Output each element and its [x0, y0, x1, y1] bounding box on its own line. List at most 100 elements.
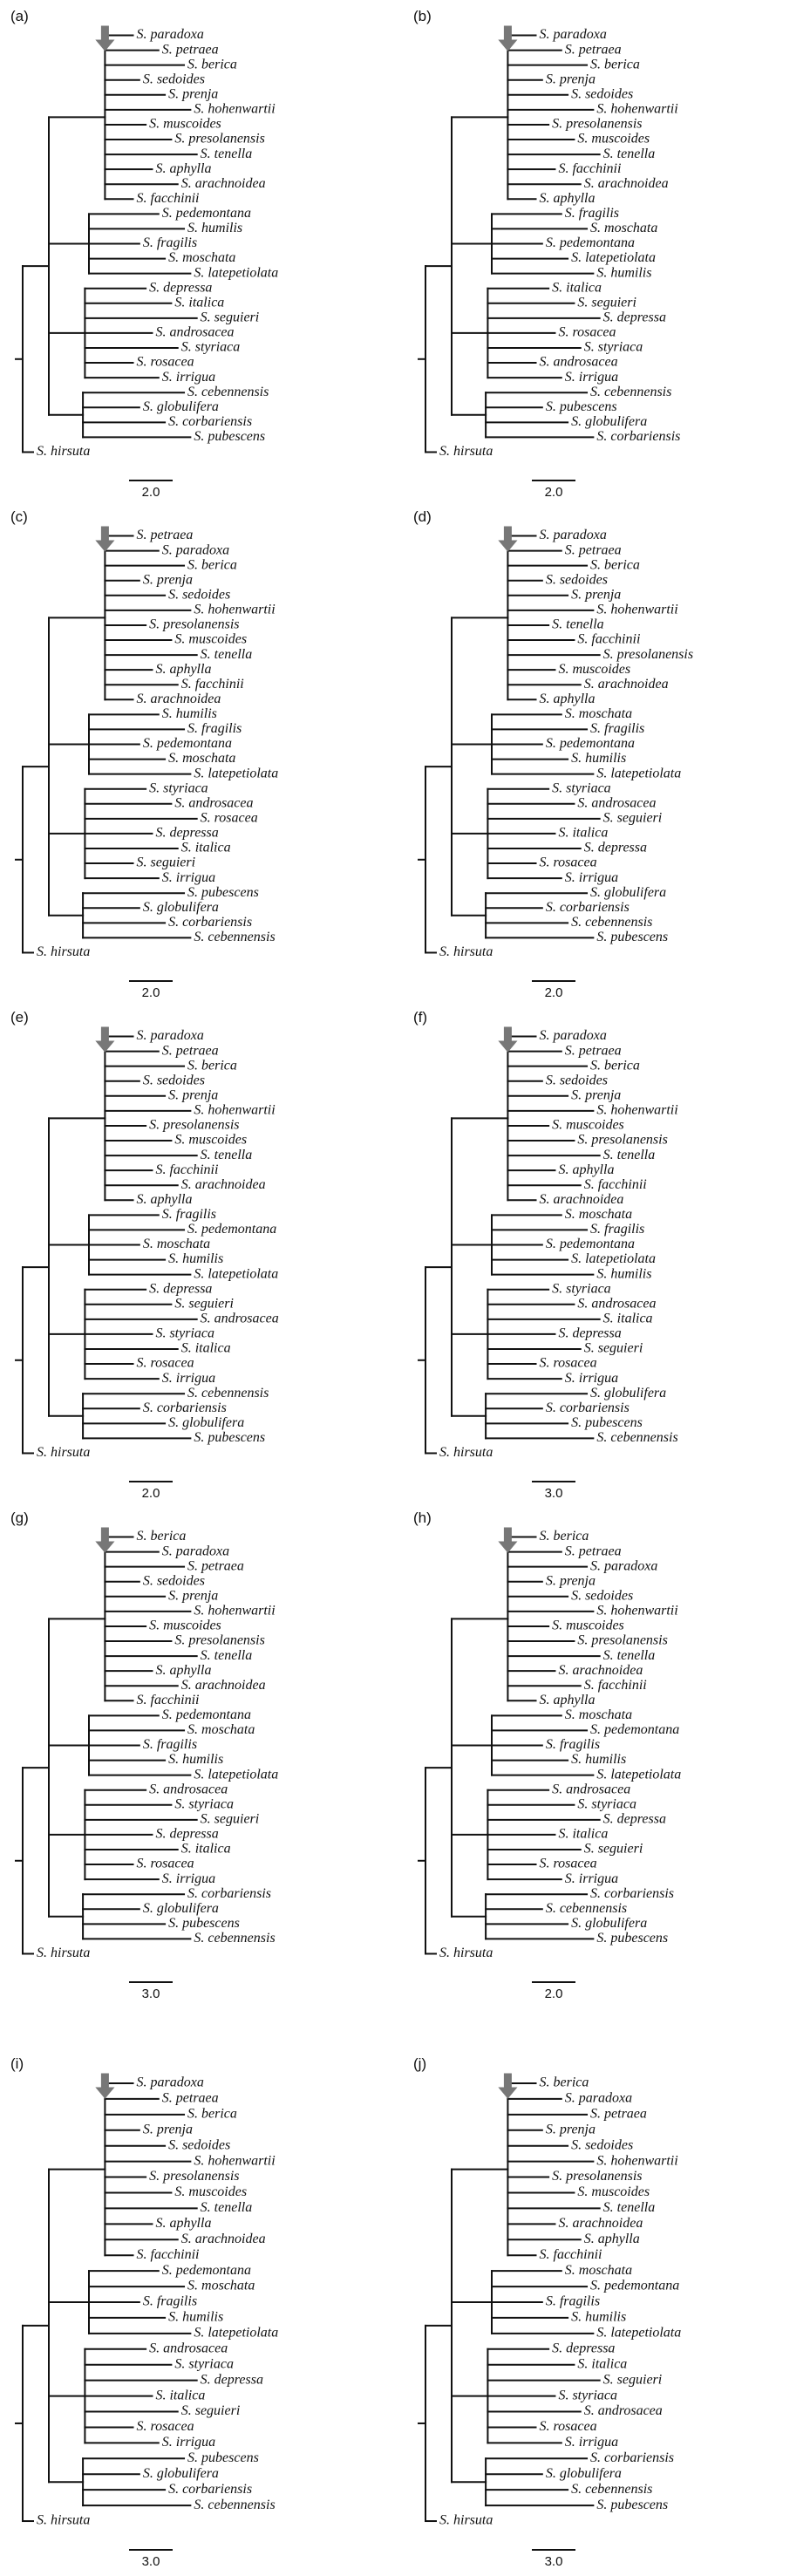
- leaf-label: S. prenja: [168, 1087, 218, 1102]
- leaf-label: S. globulifera: [590, 885, 666, 900]
- panel-label: (b): [413, 8, 432, 24]
- leaf-label: S. fragilis: [187, 721, 242, 736]
- leaf-label: S. prenja: [546, 1573, 596, 1588]
- leaf-label: S. sedoides: [168, 587, 230, 602]
- panel-label: (d): [413, 508, 432, 525]
- leaf-label: S. androsacea: [584, 2403, 663, 2418]
- leaf-label: S. facchinii: [137, 1693, 200, 1707]
- leaf-label: S. cebennensis: [194, 2498, 275, 2512]
- leaf-label: S. moschata: [565, 706, 632, 721]
- leaf-label: S. styriaca: [558, 2388, 617, 2402]
- leaf-label: S. hohenwartii: [596, 603, 677, 617]
- panel-label: (j): [413, 2055, 426, 2072]
- leaf-label: S. cebennensis: [571, 2482, 652, 2497]
- leaf-label: S. globulifera: [590, 1386, 666, 1400]
- leaf-label: S. muscoides: [174, 2184, 247, 2199]
- leaf-label: S. tenella: [201, 147, 253, 161]
- leaf-label: S. tenella: [201, 2200, 253, 2215]
- leaf-label: S. pedemontana: [590, 1722, 679, 1737]
- leaf-label: S. latepetiolata: [194, 265, 278, 280]
- leaf-label: S. prenja: [571, 1087, 621, 1102]
- leaf-label: S. sedoides: [571, 1588, 633, 1603]
- leaf-label: S. pubescens: [187, 885, 259, 900]
- leaf-label: S. presolanensis: [174, 1633, 264, 1648]
- leaf-label: S. corbariensis: [590, 2450, 674, 2465]
- leaf-label: S. styriaca: [577, 1796, 636, 1811]
- leaf-label: S. presolanensis: [577, 1633, 667, 1648]
- leaf-label: S. hirsuta: [37, 944, 90, 959]
- leaf-label: S. pubescens: [546, 399, 617, 414]
- leaf-label: S. pedemontana: [590, 2279, 679, 2293]
- leaf-label: S. italica: [155, 2388, 205, 2402]
- clade-arrow: [498, 2073, 518, 2099]
- leaf-label: S. androsacea: [174, 795, 253, 810]
- leaf-label: S. corbariensis: [187, 1886, 271, 1901]
- leaf-label: S. latepetiolata: [596, 2326, 681, 2341]
- leaf-label: S. sedoides: [571, 86, 633, 101]
- leaf-label: S. corbariensis: [168, 915, 252, 930]
- leaf-label: S. depressa: [149, 280, 212, 295]
- leaf-label: S. rosacea: [540, 1857, 597, 1871]
- leaf-label: S. irrigua: [565, 870, 618, 885]
- leaf-label: S. petraea: [162, 1043, 219, 1058]
- leaf-label: S. corbariensis: [546, 900, 630, 915]
- leaf-label: S. pedemontana: [162, 206, 251, 221]
- leaf-label: S. sedoides: [143, 1073, 205, 1087]
- leaf-label: S. cebennensis: [596, 1430, 677, 1445]
- leaf-label: S. aphylla: [584, 2232, 640, 2246]
- leaf-label: S. androsacea: [155, 325, 234, 340]
- leaf-label: S. arachnoidea: [181, 1177, 266, 1192]
- leaf-label: S. aphylla: [540, 191, 596, 206]
- leaf-label: S. depressa: [584, 841, 647, 855]
- leaf-label: S. sedoides: [571, 2137, 633, 2152]
- leaf-label: S. berica: [540, 1529, 589, 1544]
- leaf-label: S. italica: [181, 1341, 231, 1356]
- leaf-label: S. pubescens: [571, 1415, 643, 1430]
- leaf-label: S. presolanensis: [149, 2169, 239, 2184]
- leaf-label: S. hirsuta: [439, 1445, 493, 1460]
- leaf-label: S. presolanensis: [174, 132, 264, 147]
- leaf-label: S. irrigua: [565, 2435, 618, 2450]
- panel-label: (i): [10, 2055, 24, 2072]
- scale-label: 2.0: [545, 1987, 563, 2001]
- leaf-label: S. pedemontana: [187, 1222, 276, 1237]
- leaf-label: S. seguieri: [584, 1341, 643, 1356]
- leaf-label: S. androsacea: [552, 1782, 630, 1796]
- leaf-label: S. muscoides: [149, 1619, 221, 1633]
- leaf-label: S. pedemontana: [143, 736, 232, 751]
- leaf-label: S. sedoides: [546, 1073, 608, 1087]
- leaf-label: S. latepetiolata: [194, 2326, 278, 2341]
- leaf-label: S. depressa: [201, 2372, 263, 2387]
- leaf-label: S. rosacea: [137, 2419, 194, 2434]
- leaf-label: S. tenella: [603, 2200, 656, 2215]
- leaf-label: S. seguieri: [577, 295, 636, 310]
- leaf-label: S. rosacea: [137, 1356, 194, 1371]
- leaf-label: S. tenella: [603, 1148, 656, 1162]
- leaf-label: S. latepetiolata: [194, 1767, 278, 1782]
- leaf-label: S. muscoides: [174, 632, 247, 647]
- leaf-label: S. presolanensis: [552, 2169, 642, 2184]
- leaf-label: S. paradoxa: [540, 528, 607, 542]
- panel-label: (f): [413, 1009, 427, 1026]
- leaf-label: S. paradoxa: [137, 1028, 204, 1043]
- scale-label: 2.0: [545, 985, 563, 1000]
- leaf-label: S. pubescens: [168, 1916, 240, 1931]
- leaf-label: S. aphylla: [155, 662, 211, 677]
- leaf-label: S. irrigua: [162, 1371, 215, 1386]
- leaf-label: S. depressa: [155, 826, 218, 841]
- leaf-label: S. moschata: [168, 751, 235, 766]
- leaf-label: S. depressa: [552, 2341, 615, 2355]
- scale-label: 3.0: [142, 1987, 160, 2001]
- leaf-label: S. globulifera: [143, 2466, 219, 2481]
- leaf-label: S. paradoxa: [590, 1558, 657, 1573]
- leaf-label: S. latepetiolata: [194, 766, 278, 780]
- leaf-label: S. globulifera: [571, 1916, 647, 1931]
- leaf-label: S. aphylla: [558, 1162, 614, 1177]
- leaf-label: S. facchinii: [137, 191, 200, 206]
- leaf-label: S. muscoides: [149, 117, 221, 132]
- leaf-label: S. moschata: [168, 250, 235, 265]
- leaf-label: S. facchinii: [584, 1177, 647, 1192]
